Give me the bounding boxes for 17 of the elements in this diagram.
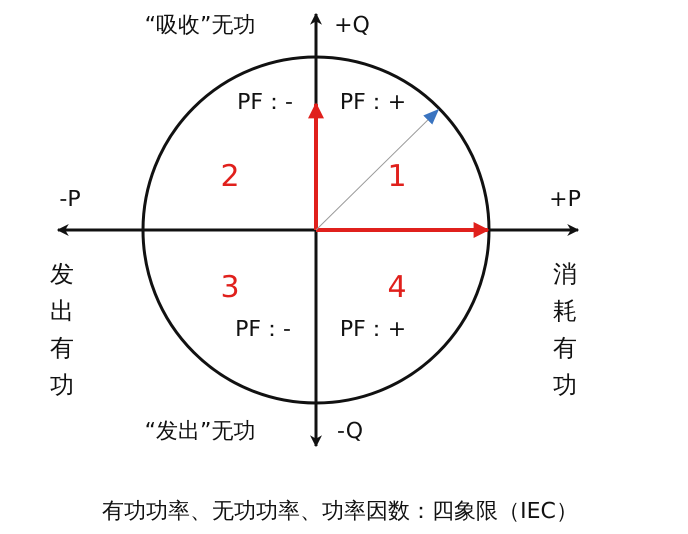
power-factor-label: PF：- bbox=[235, 316, 291, 344]
axis-label: +P bbox=[549, 186, 581, 214]
quadrant-number: 1 bbox=[387, 159, 407, 195]
axis-label: -Q bbox=[336, 418, 364, 446]
quadrant-number: 4 bbox=[387, 270, 407, 306]
axis-description: 发出有功 bbox=[49, 259, 75, 401]
power-factor-label: PF：+ bbox=[340, 316, 406, 344]
axis-label: +Q bbox=[334, 12, 370, 40]
axis-description: “吸收”无功 bbox=[144, 12, 256, 40]
axis-description: 消耗有功 bbox=[552, 259, 578, 401]
caption: 有功功率、无功功率、功率因数：四象限（IEC） bbox=[102, 498, 578, 526]
power-factor-label: PF：- bbox=[237, 90, 293, 116]
quadrant-number: 2 bbox=[220, 159, 240, 195]
axis-description: “发出”无功 bbox=[144, 418, 256, 446]
quadrant-number: 3 bbox=[220, 270, 240, 306]
axis-label: -P bbox=[59, 186, 81, 214]
power-factor-label: PF：+ bbox=[340, 90, 406, 116]
